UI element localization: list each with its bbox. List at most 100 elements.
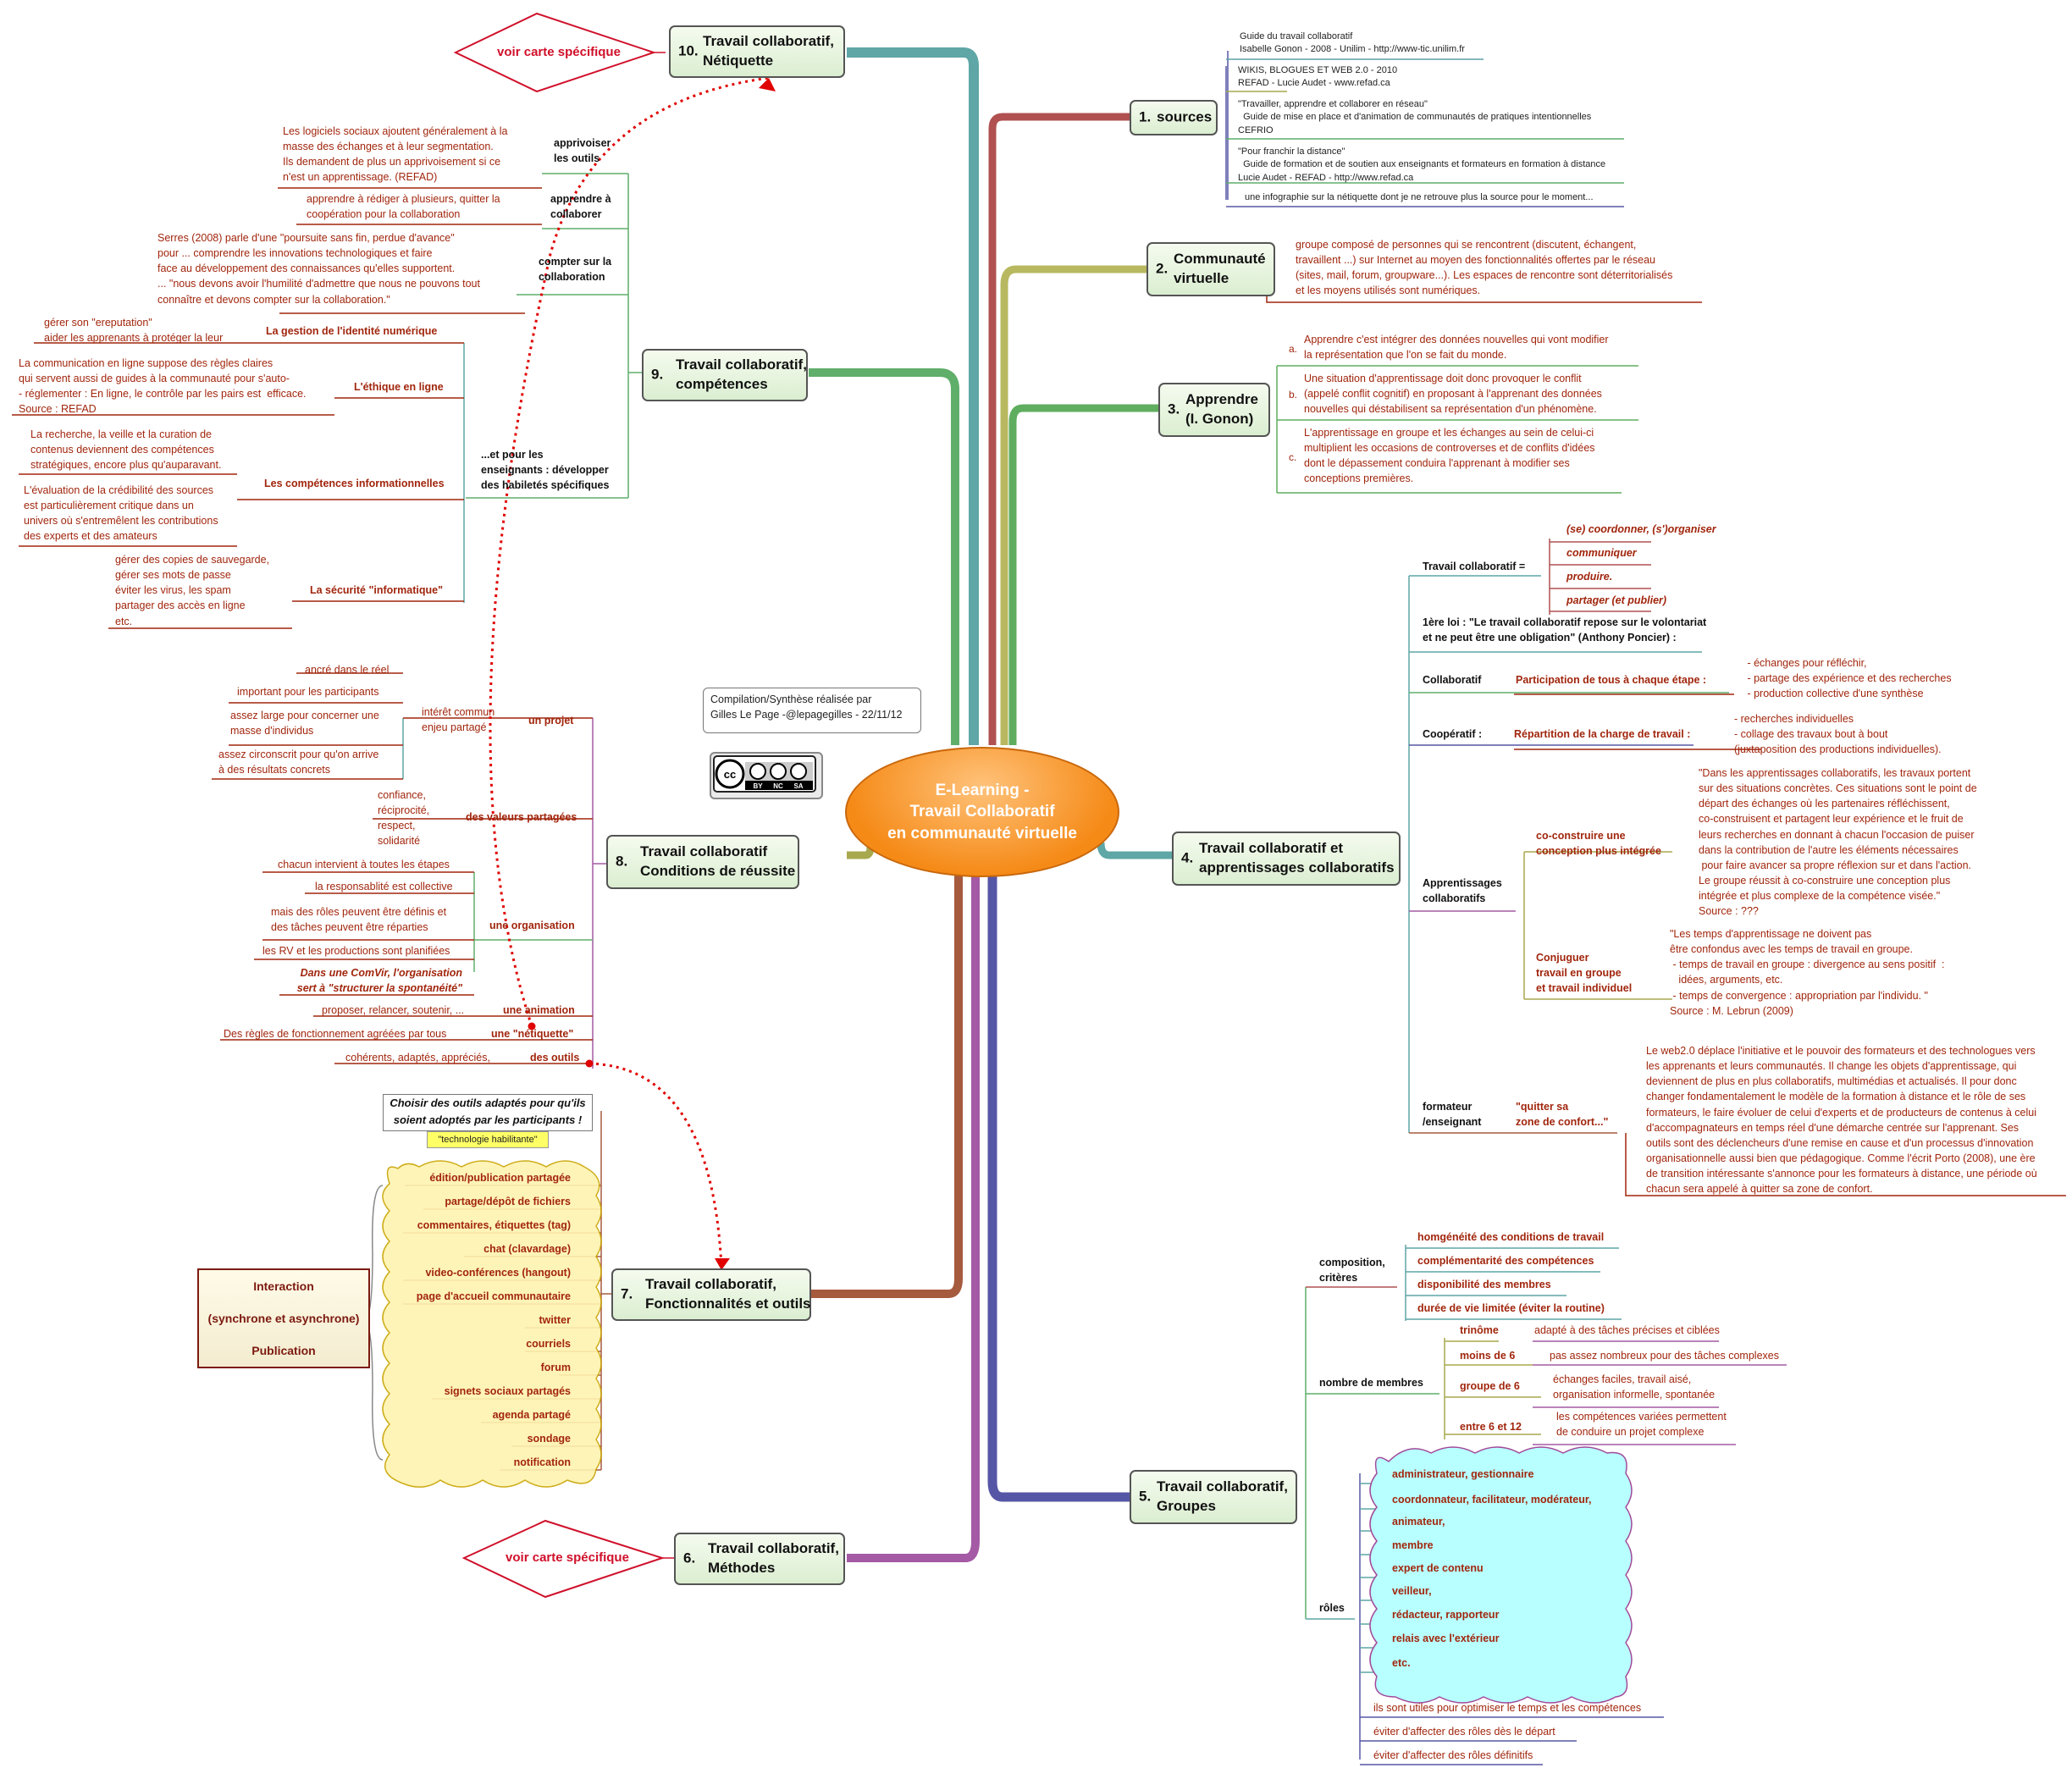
tool-item: courriels [526, 1338, 571, 1350]
project-item: important pour les participants [237, 686, 379, 698]
role-item: administrateur, gestionnaire [1392, 1468, 1534, 1480]
role-note: ils sont utiles pour optimiser le temps … [1373, 1702, 1642, 1714]
count-text: pas assez nombreux pour des tâches compl… [1550, 1350, 1779, 1362]
branch-10[interactable]: 10.Travail collaboratif, Nétiquette [669, 25, 845, 78]
tc-label: Travail collaboratif = [1423, 561, 1526, 572]
interest-label: intérêt commun enjeu partagé [422, 706, 495, 734]
enabling-tech-badge: "technologie habilitante" [427, 1131, 549, 1148]
special-map-label[interactable]: voir carte spécifique [506, 1550, 629, 1565]
trainer-text: Le web2.0 déplace l'initiative et le pou… [1646, 1045, 2037, 1196]
project-item: assez large pour concerner une masse d'i… [230, 710, 379, 738]
learn-collab-label: apprendre à collaborer [550, 193, 611, 221]
comfort-zone-label: "quitter sa zone de confort..." [1516, 1101, 1609, 1129]
branch-9[interactable]: 9.Travail collaboratif, compétences [642, 349, 808, 401]
tool-item: commentaires, étiquettes (tag) [417, 1219, 571, 1231]
count-key: moins de 6 [1460, 1350, 1516, 1362]
learn-item: Une situation d'apprentissage doit donc … [1304, 373, 1602, 416]
trunk-b4 [1097, 842, 1174, 859]
coconstruct-label: co-construire une conception plus intégr… [1536, 830, 1661, 858]
community-definition: groupe composé de personnes qui se renco… [1296, 239, 1673, 297]
project-item: assez circonscrit pour qu'on arrive à de… [218, 749, 379, 776]
security-label: La sécurité "informatique" [310, 584, 444, 596]
learn-marker: c. [1289, 451, 1297, 463]
svg-text:cc: cc [724, 768, 736, 781]
identity-label: La gestion de l'identité numérique [266, 325, 438, 337]
animation-text: proposer, relancer, soutenir, ... [322, 1004, 465, 1016]
organisation-item: mais des rôles peuvent être définis et d… [271, 906, 447, 934]
collab-label: Collaboratif [1423, 674, 1482, 686]
info-skills-text: La recherche, la veille et la curation d… [30, 428, 222, 472]
source-item: "Pour franchir la distance" Guide de for… [1238, 146, 1606, 183]
role-note: éviter d'affecter des rôles dès le dépar… [1373, 1726, 1555, 1738]
branch-8[interactable]: 8.Travail collaboratif Conditions de réu… [606, 835, 799, 889]
count-text: adapté à des tâches précises et ciblées [1534, 1324, 1720, 1336]
role-item: relais avec l'extérieur [1392, 1633, 1500, 1644]
source-item: WIKIS, BLOGUES ET WEB 2.0 - 2010 REFAD -… [1238, 65, 1398, 89]
tool-item: sondage [527, 1433, 571, 1445]
svg-text:BY: BY [753, 782, 763, 790]
roles-cloud [1369, 1446, 1633, 1704]
netiquette-label: une "nétiquette" [491, 1028, 574, 1040]
tame-tools-text: Les logiciels sociaux ajoutent généralem… [283, 125, 508, 184]
tool-item: agenda partagé [492, 1409, 571, 1421]
trunk-b3 [1008, 404, 1160, 745]
trunk-b1 [988, 113, 1131, 745]
tool-item: twitter [539, 1314, 572, 1326]
count-key: trinôme [1460, 1324, 1499, 1336]
coconstruct-text: "Dans les apprentissages collaboratifs, … [1699, 767, 1977, 918]
credit-note: Compilation/Synthèse réalisée par Gilles… [703, 688, 921, 733]
composition-item: complémentarité des compétences [1417, 1255, 1594, 1267]
count-text: les compétences variées permettent de co… [1556, 1411, 1727, 1439]
branch-6[interactable]: 6.Travail collaboratif, Méthodes [674, 1533, 845, 1585]
ethics-label: L'éthique en ligne [354, 381, 444, 393]
tools-text: cohérents, adaptés, appréciés, [345, 1052, 490, 1064]
tc-item: (se) coordonner, (s')organiser [1566, 523, 1716, 535]
branch-7[interactable]: 7.Travail collaboratif, Fonctionnalités … [611, 1268, 811, 1321]
branch-5[interactable]: 5.Travail collaboratif, Groupes [1130, 1470, 1297, 1524]
role-item: animateur, [1392, 1516, 1445, 1528]
source-item: "Travailler, apprendre et collaborer en … [1238, 99, 1592, 135]
role-item: veilleur, [1392, 1585, 1432, 1597]
branch-1[interactable]: 1.sources [1130, 100, 1218, 135]
roles-label: rôles [1319, 1602, 1345, 1614]
trunk-b9 [809, 368, 959, 745]
branch-2[interactable]: 2.Communauté virtuelle [1147, 242, 1275, 296]
info-skills-label: Les compétences informationnelles [264, 478, 445, 489]
role-item: expert de contenu [1392, 1562, 1484, 1574]
source-item: Guide du travail collaboratif Isabelle G… [1240, 31, 1465, 55]
organisation-item: les RV et les productions sont planifiée… [262, 945, 450, 957]
svg-text:SA: SA [793, 782, 803, 790]
trunk-b2 [1000, 265, 1148, 745]
conjuguer-text: "Les temps d'apprentissage ne doivent pa… [1670, 928, 1945, 1017]
role-item: coordonnateur, facilitateur, modérateur, [1392, 1494, 1592, 1506]
values-text: confiance, réciprocité, respect, solidar… [378, 789, 430, 848]
collab-sub: Participation de tous à chaque étape : [1516, 674, 1707, 686]
count-key: groupe de 6 [1460, 1380, 1520, 1392]
values-label: des valeurs partagées [466, 811, 577, 823]
first-law: 1ère loi : "Le travail collaboratif repo… [1423, 616, 1707, 644]
cc-icon: cc BY NC SA [713, 755, 816, 793]
tool-item: video-conférences (hangout) [425, 1267, 571, 1279]
role-note: éviter d'affecter des rôles définitifs [1373, 1749, 1533, 1761]
learn-item: Apprendre c'est intégrer des données nou… [1304, 334, 1609, 362]
rely-collab-text: Serres (2008) parle d'une "poursuite san… [157, 232, 480, 306]
composition-label: composition, critères [1319, 1257, 1385, 1285]
security-text: gérer des copies de sauvegarde, gérer se… [115, 554, 270, 627]
special-map-label[interactable]: voir carte spécifique [497, 45, 621, 59]
tame-tools-label: apprivoiser les outils [554, 137, 611, 165]
composition-item: durée de vie limitée (éviter la routine) [1417, 1302, 1605, 1314]
organisation-item: la responsablité est collective [315, 881, 453, 892]
coop-label: Coopératif : [1423, 728, 1483, 740]
branch-3[interactable]: 3.Apprendre (I. Gonon) [1158, 383, 1270, 437]
tc-item: partager (et publier) [1566, 594, 1667, 606]
tools-cloud [382, 1160, 602, 1488]
central-topic[interactable]: E-Learning - Travail Collaboratif en com… [845, 747, 1119, 877]
animation-label: une animation [503, 1004, 575, 1016]
project-item: ancré dans le réel [305, 664, 390, 676]
tool-item: forum [540, 1362, 571, 1373]
branch-4[interactable]: 4.Travail collaboratif et apprentissages… [1172, 832, 1401, 886]
role-item: membre [1392, 1539, 1434, 1551]
organisation-item: chacun intervient à toutes les étapes [278, 859, 450, 870]
